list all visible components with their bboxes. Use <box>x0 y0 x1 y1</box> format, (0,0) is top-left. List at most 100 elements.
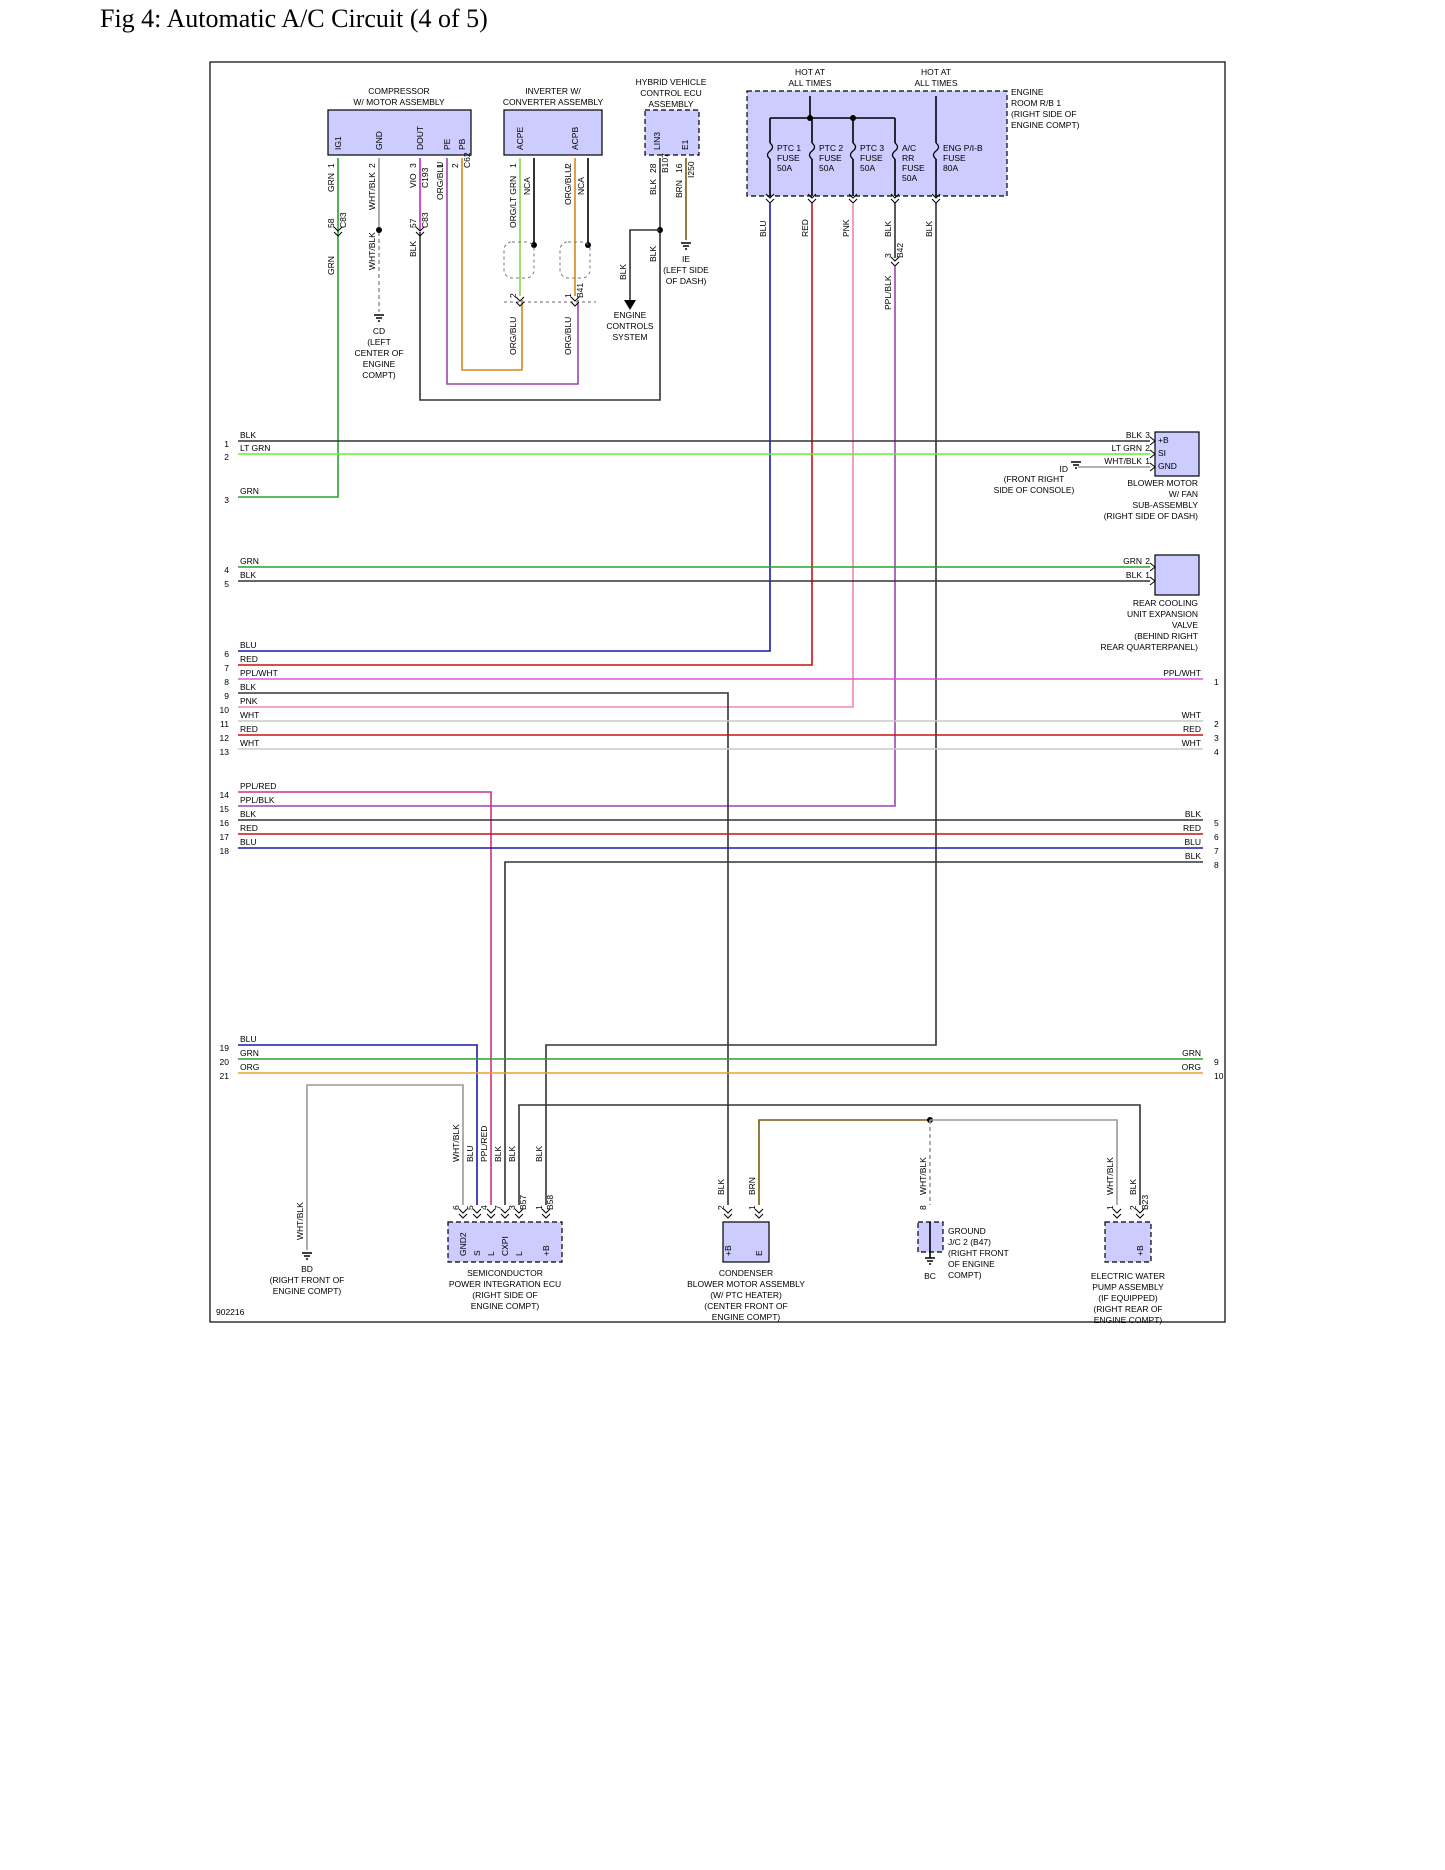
wire-pnk-ptc3 <box>238 203 854 708</box>
compressor-pin: GND <box>374 131 384 150</box>
connector-symbol <box>765 193 775 199</box>
semiconductor-ecu-label: (RIGHT SIDE OF <box>472 1290 538 1300</box>
connector-symbol <box>515 296 525 302</box>
wire-row-number: 19 <box>220 1043 230 1053</box>
pin-number: 2 <box>508 293 518 298</box>
wire-ppl-red-row14 <box>238 791 492 1205</box>
connector-symbol <box>500 1208 510 1214</box>
pin-number: 1 <box>1145 456 1150 466</box>
label: WHT/BLK <box>918 1157 928 1195</box>
wire-row-number: 7 <box>224 663 229 673</box>
condenser-pin: +B <box>723 1245 733 1256</box>
engine-controls-label: ENGINE <box>614 310 647 320</box>
ground-cd-label: CENTER OF <box>354 348 403 358</box>
semiconductor-ecu-pin: L <box>486 1251 496 1256</box>
hv-ecu-pin: E1 <box>680 139 690 150</box>
fuse-label: FUSE <box>777 153 800 163</box>
wire-row-number: 8 <box>1214 860 1219 870</box>
connector-symbol <box>486 1208 496 1214</box>
condenser-blower-label: BLOWER MOTOR ASSEMBLY <box>687 1279 805 1289</box>
pin-number: 1 <box>326 163 336 168</box>
label: GRN <box>326 256 336 275</box>
pin-number: 3 <box>883 253 893 258</box>
condenser-blower-box <box>722 1221 770 1263</box>
pin-number: 57 <box>408 218 418 228</box>
pin-number: 5 <box>465 1205 475 1210</box>
fuse-label: FUSE <box>943 153 966 163</box>
hot-at-all-times-label: ALL TIMES <box>915 78 958 88</box>
ground-cd-label: COMPT) <box>362 370 396 380</box>
connector-symbol <box>1112 1208 1122 1214</box>
ground-jc-label: (RIGHT FRONT <box>948 1248 1009 1258</box>
wire-row-color: GRN <box>240 486 259 496</box>
pin-number: 1 <box>747 1205 757 1210</box>
wire-row-color: PNK <box>240 696 258 706</box>
connector-symbol <box>890 261 900 267</box>
connector-symbol <box>514 1208 524 1214</box>
pin-number: 1 <box>435 163 445 168</box>
connector-symbol <box>472 1213 482 1219</box>
pin-number: 6 <box>451 1205 461 1210</box>
connector-symbol <box>458 1213 468 1219</box>
wire-red-ptc2 <box>238 203 813 666</box>
pin-number: 7 <box>493 1205 503 1210</box>
label: BLK <box>618 264 628 280</box>
connector-symbol <box>415 226 425 232</box>
label: ORG/BLU <box>563 167 573 205</box>
label: WHT/BLK <box>367 232 377 270</box>
condenser-blower-label: (CENTER FRONT OF <box>704 1301 787 1311</box>
wire-row-number: 2 <box>1214 719 1219 729</box>
wire-row-color: BLK <box>240 682 256 692</box>
water-pump-label: PUMP ASSEMBLY <box>1092 1282 1164 1292</box>
ground-jc-label: COMPT) <box>948 1270 982 1280</box>
label: BLK <box>534 1146 544 1162</box>
connector-symbol <box>1149 562 1156 572</box>
semiconductor-ecu-label: SEMICONDUCTOR <box>467 1268 543 1278</box>
pin-number: 3 <box>1145 430 1150 440</box>
connector-symbol <box>754 1208 764 1214</box>
ground-ie-label: (LEFT SIDE <box>663 265 709 275</box>
compressor-label: W/ MOTOR ASSEMBLY <box>353 97 445 107</box>
ground-cd-label: ENGINE <box>363 359 396 369</box>
ground-bd-label: ENGINE COMPT) <box>273 1286 342 1296</box>
connector-id: I250 <box>686 161 696 178</box>
wire-row-number: 12 <box>220 733 230 743</box>
wire-row-color: RED <box>240 724 258 734</box>
wire-row-number: 1 <box>224 439 229 449</box>
diagram-frame <box>209 61 1226 1323</box>
wire-row-color: RED <box>1183 724 1201 734</box>
hv-ecu-label: CONTROL ECU <box>640 88 702 98</box>
ground-jc-label: J/C 2 (B47) <box>948 1237 991 1247</box>
connector-symbol <box>1135 1208 1145 1214</box>
ground-bd-label: (RIGHT FRONT OF <box>270 1275 345 1285</box>
label: BLK <box>408 241 418 257</box>
label: WHT/BLK <box>451 1124 461 1162</box>
connector-symbol <box>723 1213 733 1219</box>
connector-symbol <box>754 1213 764 1219</box>
wire-row-number: 8 <box>224 677 229 687</box>
semiconductor-ecu-pin: L <box>514 1251 524 1256</box>
label: PPL/BLK <box>883 275 893 310</box>
wire-row-color: BLK <box>1185 851 1201 861</box>
wire-row-number: 17 <box>220 832 230 842</box>
connector-id: B23 <box>1140 1195 1150 1210</box>
fuse-label: PTC 1 <box>777 143 801 153</box>
hv-ecu-box <box>644 109 700 156</box>
fuse-label: 50A <box>860 163 875 173</box>
label: BLK <box>883 221 893 237</box>
wire-blu-row19 <box>238 1044 478 1205</box>
pin-number: 58 <box>326 218 336 228</box>
wire-row-color: RED <box>1183 823 1201 833</box>
rear-valve-label: REAR COOLING <box>1133 598 1198 608</box>
wire-row-number: 13 <box>220 747 230 757</box>
connector-symbol <box>1149 462 1156 472</box>
pin-number: 1 <box>534 1205 544 1210</box>
wire-row-color: BLU <box>1184 837 1201 847</box>
blower-motor-pin: SI <box>1158 448 1166 458</box>
connector-id: B57 <box>518 1195 528 1210</box>
ground-jc-label: OF ENGINE <box>948 1259 995 1269</box>
wire-blu-ptc1 <box>238 203 771 652</box>
wire-wht-blk-gnd2 <box>306 1084 464 1250</box>
connector-id: C83 <box>338 212 348 228</box>
engine-room-rb-label: (RIGHT SIDE OF <box>1011 109 1077 119</box>
